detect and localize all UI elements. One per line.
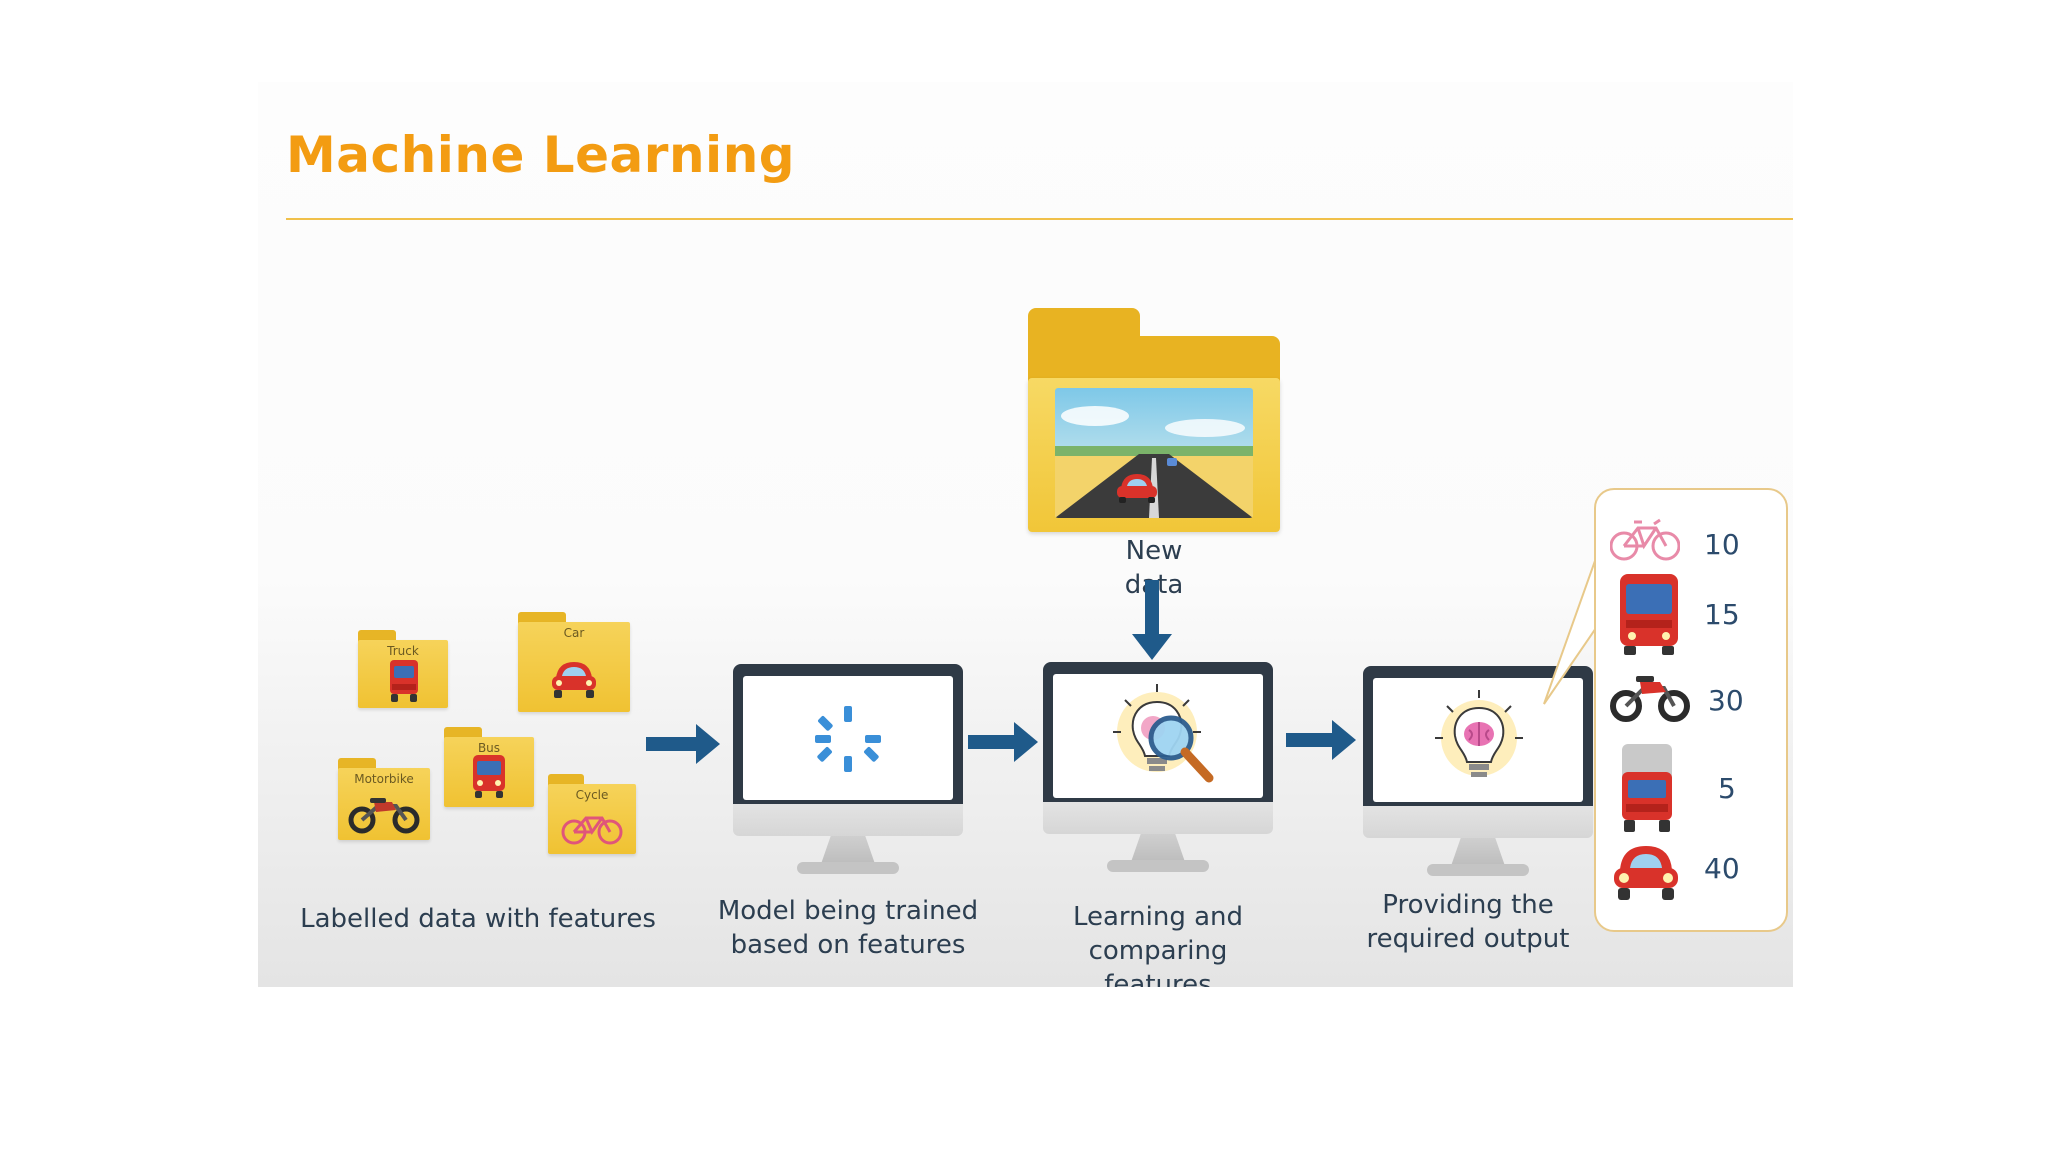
new-data-folder bbox=[1028, 308, 1280, 532]
stage-label-learning: Learning and comparing features bbox=[1008, 900, 1308, 987]
truck-icon bbox=[386, 658, 422, 704]
stage-label-line: comparing bbox=[1008, 934, 1308, 968]
bus-icon bbox=[1618, 572, 1680, 656]
arrow-right-icon bbox=[646, 724, 720, 764]
output-count-bus: 15 bbox=[1704, 598, 1740, 631]
car-icon bbox=[548, 656, 600, 700]
folder-label-truck: Truck bbox=[358, 644, 448, 658]
car-icon bbox=[1610, 840, 1682, 902]
folder-car: Car bbox=[518, 612, 630, 712]
output-count-car: 40 bbox=[1704, 852, 1740, 885]
lightbulb-brain-icon bbox=[1433, 688, 1525, 792]
folder-label-car: Car bbox=[518, 626, 630, 640]
bicycle-icon bbox=[1610, 512, 1680, 564]
output-count-bicycle: 10 bbox=[1704, 528, 1740, 561]
motorbike-icon bbox=[346, 792, 422, 834]
callout-pointer bbox=[1542, 558, 1598, 708]
lightbulb-magnifier-icon bbox=[1111, 680, 1221, 796]
stage-label-labelled-data: Labelled data with features bbox=[298, 902, 658, 936]
arrow-right-icon bbox=[968, 722, 1038, 762]
monitor-training bbox=[733, 664, 963, 894]
monitor-learning bbox=[1043, 662, 1273, 892]
bicycle-icon bbox=[560, 810, 624, 846]
stage-label-line: Learning and bbox=[1008, 900, 1308, 934]
arrow-right-icon bbox=[1286, 720, 1356, 760]
stage-label-line: Providing the bbox=[1318, 888, 1618, 922]
bus-icon bbox=[470, 753, 508, 799]
folder-label-cycle: Cycle bbox=[548, 788, 636, 802]
stage-label-output: Providing the required output bbox=[1318, 888, 1618, 956]
slide: Machine Learning Truck Car Bus bbox=[258, 82, 1793, 987]
slide-title: Machine Learning bbox=[286, 126, 795, 184]
stage-label-line: required output bbox=[1318, 922, 1618, 956]
loading-spinner-icon bbox=[813, 704, 883, 774]
title-divider bbox=[286, 218, 1793, 220]
folder-bus: Bus bbox=[444, 727, 534, 807]
truck-icon bbox=[1618, 742, 1676, 834]
folder-truck: Truck bbox=[358, 630, 448, 708]
stage-label-line: based on features bbox=[698, 928, 998, 962]
output-count-motorbike: 30 bbox=[1708, 684, 1744, 717]
output-panel: 10 15 30 5 bbox=[1594, 488, 1788, 932]
folder-cycle: Cycle bbox=[548, 774, 636, 854]
arrow-down-icon bbox=[1132, 580, 1172, 660]
stage-label-line: features bbox=[1008, 968, 1308, 987]
motorbike-icon bbox=[1610, 670, 1690, 722]
road-car-photo bbox=[1055, 388, 1253, 518]
stage-label-line: Labelled data with features bbox=[298, 902, 658, 936]
stage-label-line: Model being trained bbox=[698, 894, 998, 928]
output-count-truck: 5 bbox=[1718, 772, 1736, 805]
stage-label-training: Model being trained based on features bbox=[698, 894, 998, 962]
folder-motorbike: Motorbike bbox=[338, 758, 430, 840]
folder-label-motorbike: Motorbike bbox=[338, 772, 430, 786]
